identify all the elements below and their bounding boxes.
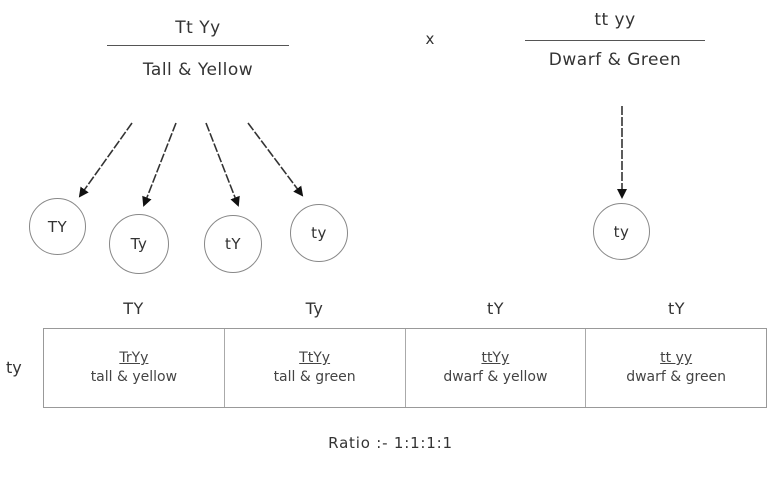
gamete-label: ty bbox=[311, 224, 327, 242]
gamete-circle: Ty bbox=[109, 214, 169, 274]
arrow-to-gamete-1 bbox=[78, 122, 133, 198]
gamete-label: tY bbox=[224, 235, 242, 253]
punnett-cell: TtYy tall & green bbox=[225, 329, 406, 407]
parent2-genotype: tt yy bbox=[594, 10, 636, 30]
offspring-phenotype: tall & green bbox=[273, 369, 356, 385]
offspring-phenotype: dwarf & yellow bbox=[443, 369, 548, 385]
punnett-cell: ttYy dwarf & yellow bbox=[406, 329, 587, 407]
cross-symbol: x bbox=[425, 30, 435, 48]
punnett-column-header: Ty bbox=[305, 299, 324, 318]
punnett-cell: TrYy tall & yellow bbox=[44, 329, 225, 407]
parent2-divider bbox=[525, 40, 705, 41]
offspring-genotype: TtYy bbox=[299, 350, 331, 366]
parent2-phenotype: Dwarf & Green bbox=[548, 50, 682, 70]
arrow-to-gamete-3 bbox=[205, 122, 240, 207]
parent1-divider bbox=[107, 45, 289, 46]
gamete-label: Ty bbox=[130, 235, 148, 253]
ratio-text: Ratio :- 1:1:1:1 bbox=[328, 434, 453, 452]
punnett-column-header: tY bbox=[486, 299, 505, 318]
gamete-circle: TY bbox=[29, 198, 86, 255]
offspring-genotype: ttYy bbox=[481, 350, 510, 366]
offspring-phenotype: tall & yellow bbox=[90, 369, 178, 385]
parent1-genotype: Tt Yy bbox=[175, 18, 221, 38]
punnett-row-header: ty bbox=[6, 358, 22, 377]
arrow-to-gamete-2 bbox=[142, 122, 177, 207]
punnett-table: TrYy tall & yellow TtYy tall & green ttY… bbox=[43, 328, 767, 408]
gamete-label: TY bbox=[47, 217, 68, 236]
offspring-genotype: tt yy bbox=[660, 350, 693, 366]
offspring-phenotype: dwarf & green bbox=[626, 369, 727, 385]
gamete-circle: tY bbox=[204, 215, 262, 273]
punnett-column-header: tY bbox=[667, 299, 686, 318]
gamete-circle: ty bbox=[290, 204, 348, 262]
arrow-to-gamete-4 bbox=[247, 122, 304, 197]
punnett-cell: tt yy dwarf & green bbox=[586, 329, 766, 407]
gamete-circle: ty bbox=[593, 203, 650, 260]
punnett-column-header: TY bbox=[123, 299, 144, 318]
gamete-label: ty bbox=[613, 222, 630, 241]
parent1-phenotype: Tall & Yellow bbox=[142, 60, 254, 80]
offspring-genotype: TrYy bbox=[119, 350, 149, 366]
